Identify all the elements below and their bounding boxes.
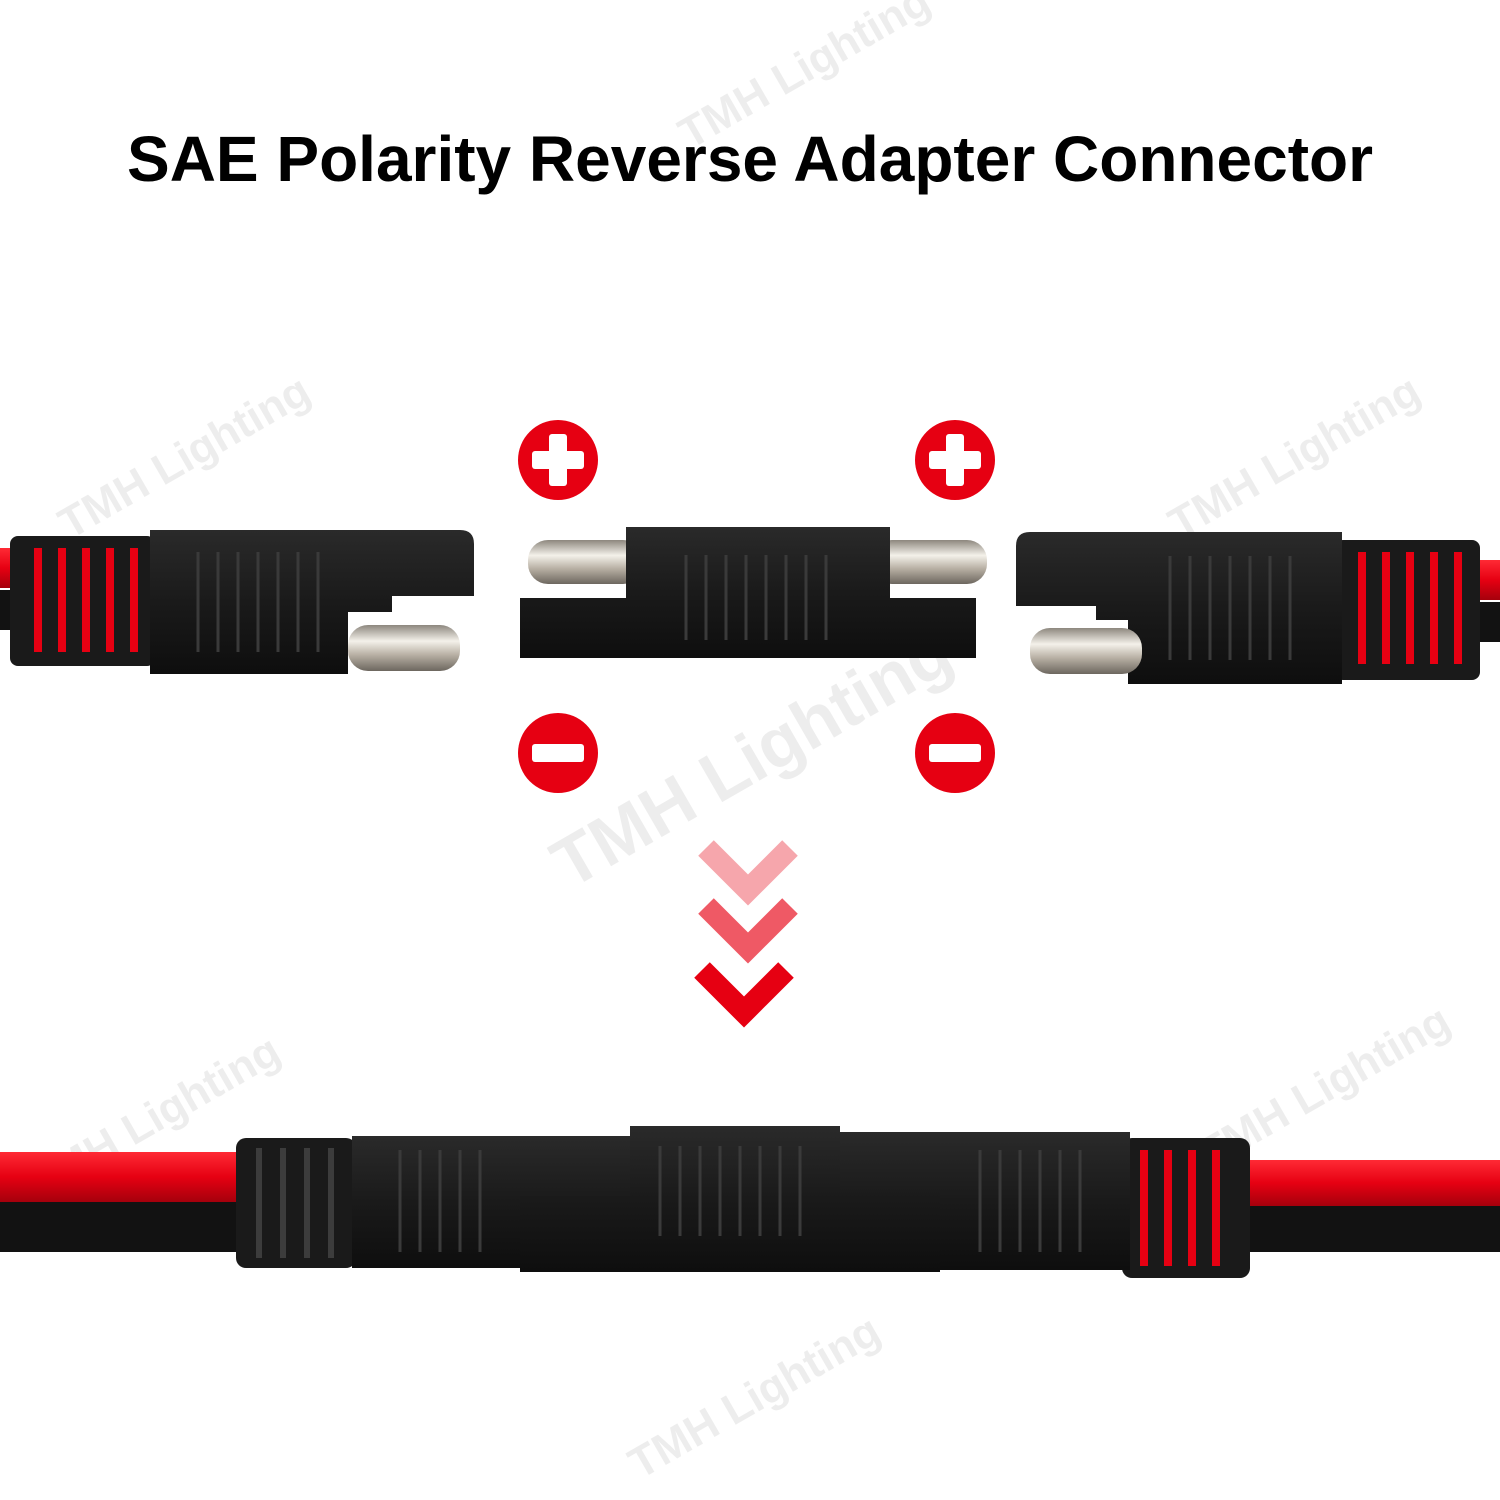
bottom-right-red-wire xyxy=(1230,1160,1500,1206)
connected-assembly xyxy=(0,1126,1500,1278)
right-sae-plug xyxy=(1016,532,1500,684)
watermark-text: TMH Lighting xyxy=(671,0,939,159)
left-housing xyxy=(150,530,474,674)
adapter-pin-right xyxy=(872,540,987,584)
plus-circle-icon xyxy=(518,420,598,500)
bottom-right-housing xyxy=(840,1132,1130,1270)
page-title: SAE Polarity Reverse Adapter Connector xyxy=(127,123,1373,195)
right-housing xyxy=(1016,532,1342,684)
bottom-left-black-wire xyxy=(0,1202,260,1252)
bottom-center-housing xyxy=(520,1126,940,1272)
bottom-left-strain-relief xyxy=(236,1138,356,1268)
adapter-pin-left xyxy=(528,540,643,584)
left-sae-plug xyxy=(0,530,474,674)
minus-circle-icon xyxy=(518,713,598,793)
reverse-adapter xyxy=(520,527,987,658)
bottom-right-black-wire xyxy=(1230,1206,1500,1252)
watermark-text: TMH Lighting xyxy=(621,1306,889,1489)
right-pin xyxy=(1030,628,1142,674)
adapter-housing xyxy=(520,527,976,658)
plus-circle-icon xyxy=(915,420,995,500)
left-pin xyxy=(348,625,460,671)
chevron-down-icon xyxy=(694,840,798,1028)
watermark-text: TMH Lighting xyxy=(51,366,319,549)
minus-circle-icon xyxy=(915,713,995,793)
watermark-text: TMH Lighting xyxy=(1161,366,1429,549)
bottom-left-red-wire xyxy=(0,1152,260,1202)
